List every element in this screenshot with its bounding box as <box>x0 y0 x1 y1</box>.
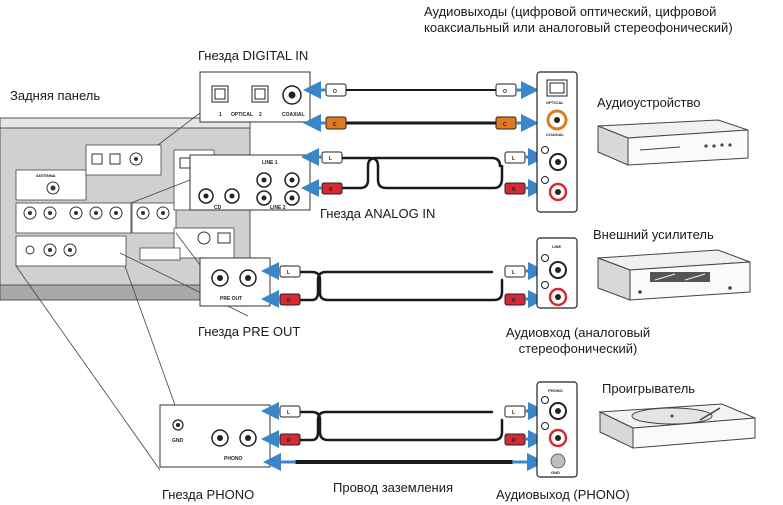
label-audio-input-analog: Аудиовход (аналоговый стереофонический) <box>505 325 651 356</box>
cd-player-illustration <box>597 119 749 166</box>
line1-text: LINE 1 <box>262 160 278 166</box>
ain-r-left: R <box>329 187 333 193</box>
ph-l-right: L <box>512 410 515 416</box>
label-rear-panel: Задняя панель <box>10 88 101 103</box>
digital-in-box: 1 OPTICAL 2 COAXIAL <box>199 71 311 123</box>
amplifier-illustration <box>597 249 751 301</box>
turntable-illustration <box>598 403 756 449</box>
cd-text: CD <box>214 205 222 211</box>
label-turntable: Проигрыватель <box>602 381 696 396</box>
label-audio-output-phono: Аудиовыход (PHONO) <box>496 487 630 502</box>
label-audio-device: Аудиоустройство <box>597 95 701 110</box>
pre-out-box: PRE OUT <box>199 257 271 307</box>
digital-2-text: 2 <box>259 112 262 118</box>
analog-in-box: LINE 1 CD LINE 2 <box>189 154 311 211</box>
panel-antenna: ANTENNA <box>36 173 56 178</box>
ph-l-left: L <box>287 410 290 416</box>
ain-l-left: L <box>329 156 332 162</box>
phono-text-right: PHONO <box>548 388 563 393</box>
phono-text-left: PHONO <box>224 456 242 462</box>
ain-l-right: L <box>512 156 515 162</box>
ph-r-right: R <box>512 438 516 444</box>
coax-plug-right: C <box>503 122 507 128</box>
opt-plug-left: O <box>333 89 337 95</box>
pre-l-left: L <box>287 270 290 276</box>
label-phono-jacks: Гнезда PHONO <box>162 487 255 502</box>
digital-1-text: 1 <box>219 112 222 118</box>
label-digital-in-jacks: Гнезда DIGITAL IN <box>198 48 309 63</box>
pre-r-left: R <box>287 298 291 304</box>
phono-box: GND PHONO <box>159 404 271 468</box>
label-pre-out-jacks: Гнезда PRE OUT <box>198 324 301 339</box>
optical-text: OPTICAL <box>231 112 253 118</box>
coax-plug-left: C <box>333 122 337 128</box>
external-amp-jacks: LINE <box>536 237 578 309</box>
line-text: LINE <box>552 244 561 249</box>
line2-text: LINE 2 <box>270 205 286 211</box>
pre-r-right: R <box>512 298 516 304</box>
coaxial-text: COAXIAL <box>282 112 305 118</box>
coaxial-text-right: COAXIAL <box>546 132 565 137</box>
ph-r-left: R <box>287 438 291 444</box>
opt-plug-right: O <box>503 89 507 95</box>
gnd-text-right: GND <box>551 470 560 475</box>
optical-text-right: OPTICAL <box>546 100 564 105</box>
ain-r-right: R <box>512 187 516 193</box>
label-ground-wire: Провод заземления <box>333 480 454 495</box>
gnd-text-left: GND <box>172 438 184 444</box>
cables <box>294 89 514 464</box>
plugs: O O C C L R L R L R L R L R L R <box>279 83 526 446</box>
pre-out-text: PRE OUT <box>220 296 242 302</box>
pre-l-right: L <box>512 270 515 276</box>
label-audio-outputs: Аудиовыходы (цифровой оптический, цифров… <box>424 4 733 35</box>
label-external-amp: Внешний усилитель <box>593 227 714 242</box>
label-analog-in-jacks: Гнезда ANALOG IN <box>320 206 436 221</box>
signal-arrows <box>261 81 546 471</box>
turntable-jacks: PHONO GND <box>536 381 578 478</box>
audio-device-jacks: OPTICAL COAXIAL <box>536 71 578 213</box>
